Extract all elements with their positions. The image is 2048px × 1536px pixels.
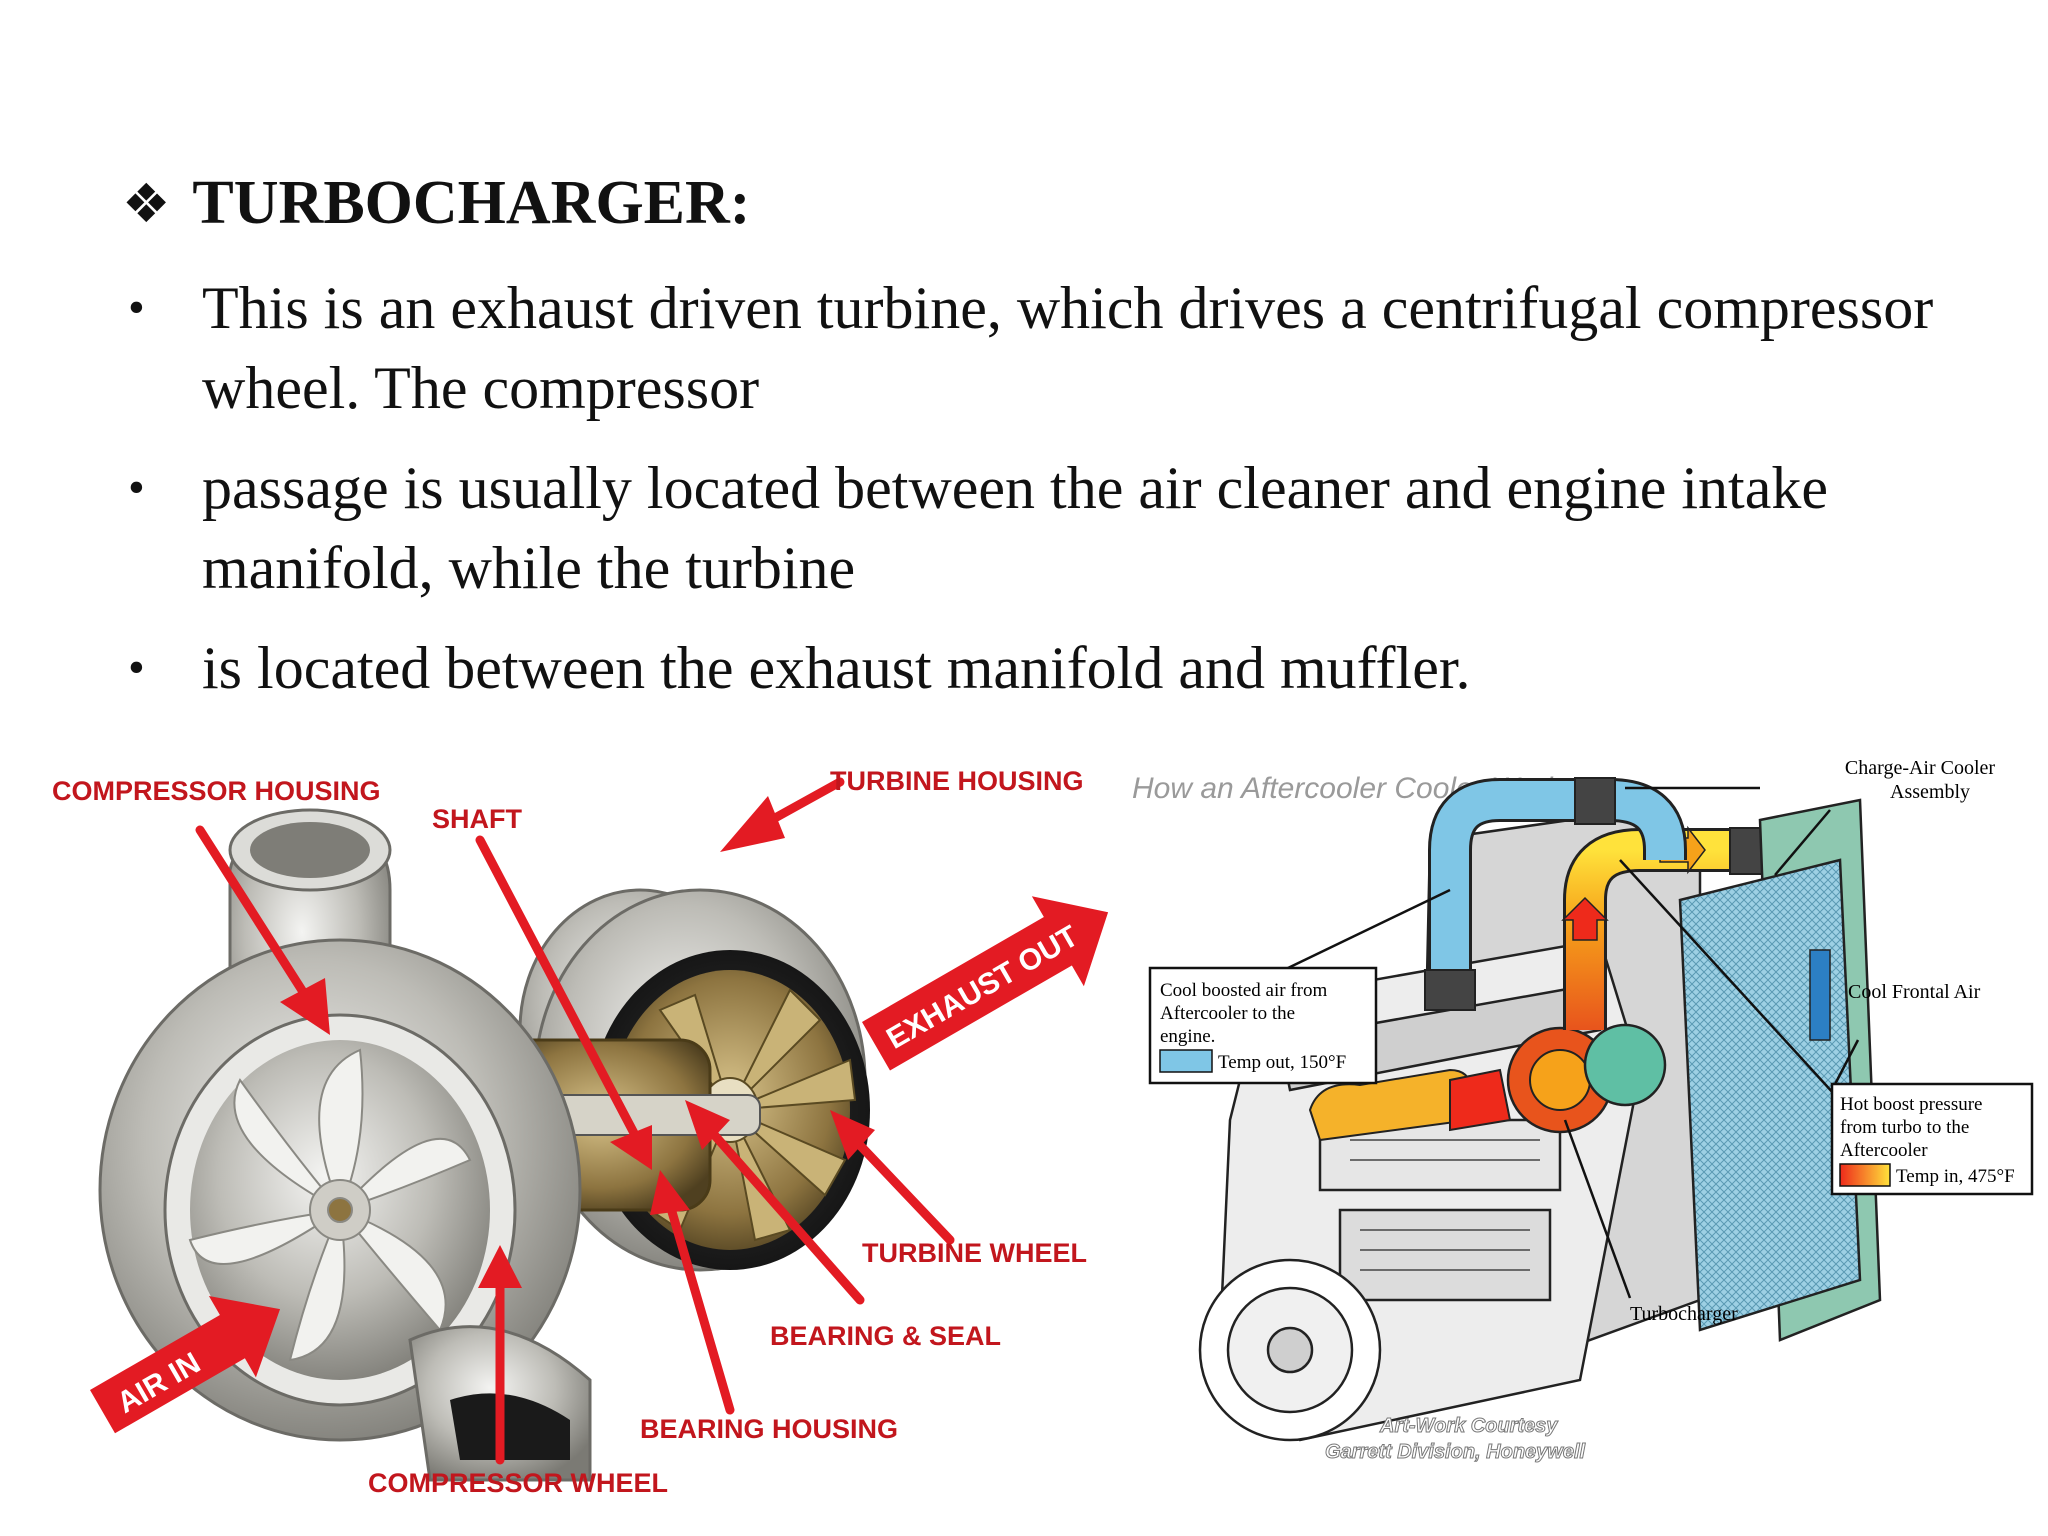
slide-title-text: TURBOCHARGER: <box>192 169 751 237</box>
hot-boost-line-1: Hot boost pressure <box>1840 1094 1982 1115</box>
arrow-bearing-seal <box>705 1125 865 1305</box>
cool-temp-swatch <box>1159 1049 1213 1073</box>
bullet-dot-icon: • <box>128 641 145 694</box>
bullet-item: •is located between the exhaust manifold… <box>122 628 1942 708</box>
charge-air-cooler-label-1: Charge-Air Cooler <box>1845 757 1995 779</box>
turbocharger-shape <box>1449 1023 1667 1134</box>
exhaust-out-arrow: EXHAUST OUT <box>862 896 1109 1071</box>
pointer-arrows <box>195 777 955 1465</box>
hot-boost-line-2: from turbo to the <box>1840 1117 1969 1138</box>
hot-boost-pipe <box>1561 825 1760 1030</box>
compressor-outlet-opening <box>450 1393 570 1460</box>
turbocharger-illustration: AIR IN EXHAUST OUT COMPRESSOR HOUSING SH… <box>52 766 1109 1498</box>
bearing-seal-label: BEARING & SEAL <box>770 1321 1001 1351</box>
diamond-bullet-icon: ❖ <box>122 172 171 235</box>
cool-boosted-line-3: engine. <box>1160 1026 1215 1047</box>
bullet-item: •This is an exhaust driven turbine, whic… <box>122 268 1942 428</box>
slide-title: ❖ TURBOCHARGER: <box>122 168 750 239</box>
exhaust-out-label: EXHAUST OUT <box>881 920 1084 1056</box>
cool-frontal-air-label: Cool Frontal Air <box>1848 981 1981 1003</box>
bullet-item: •passage is usually located between the … <box>122 448 1942 608</box>
turbocharger-cutaway-figure: AIR IN EXHAUST OUT COMPRESSOR HOUSING SH… <box>30 740 1120 1520</box>
arrow-bearing-housing <box>665 1200 735 1415</box>
temp-in-label: Temp in, 475°F <box>1896 1166 2015 1187</box>
turbocharger-label: Turbocharger <box>1630 1303 1738 1325</box>
bullet-list: •This is an exhaust driven turbine, whic… <box>122 268 1942 728</box>
hot-boost-line-3: Aftercooler <box>1840 1140 1928 1161</box>
hot-boost-callout: Hot boost pressure from turbo to the Aft… <box>1830 1082 2034 1196</box>
leader-lines <box>1287 786 1860 1299</box>
cool-boosted-callout: Cool boosted air from Aftercooler to the… <box>1148 966 1378 1085</box>
bearing-housing-label: BEARING HOUSING <box>640 1414 898 1444</box>
bullet-dot-icon: • <box>128 281 145 334</box>
turbine-housing-label: TURBINE HOUSING <box>830 766 1084 796</box>
arrow-turbine-wheel <box>850 1135 955 1245</box>
cool-boosted-line-1: Cool boosted air from <box>1160 980 1328 1001</box>
credit-line-1: Art-Work Courtesy <box>1379 1415 1558 1437</box>
aftercooler-illustration: How an Aftercooler Cooler Works <box>1132 757 2034 1464</box>
charge-air-cooler-label-2: Assembly <box>1890 781 1970 803</box>
credit-line-2: Garrett Division, Honeywell <box>1325 1441 1586 1463</box>
shaft-label: SHAFT <box>432 804 522 834</box>
arrow-compressor-housing <box>195 825 310 1000</box>
compressor-housing-label: COMPRESSOR HOUSING <box>52 776 381 806</box>
arrow-shaft <box>475 835 640 1140</box>
bullet-dot-icon: • <box>128 461 145 514</box>
turbine-wheel-label: TURBINE WHEEL <box>862 1238 1087 1268</box>
compressor-wheel-label: COMPRESSOR WHEEL <box>368 1468 668 1498</box>
hot-temp-swatch <box>1839 1163 1891 1187</box>
arrow-turbine-housing <box>770 777 845 823</box>
temp-out-label: Temp out, 150°F <box>1218 1052 1346 1073</box>
aftercooler-diagram-figure: How an Aftercooler Cooler Works <box>1120 740 2040 1480</box>
compressor-wheel-shape <box>188 1048 472 1362</box>
cool-boosted-line-2: Aftercooler to the <box>1160 1003 1295 1024</box>
charge-air-cooler-shape <box>1678 798 1882 1342</box>
